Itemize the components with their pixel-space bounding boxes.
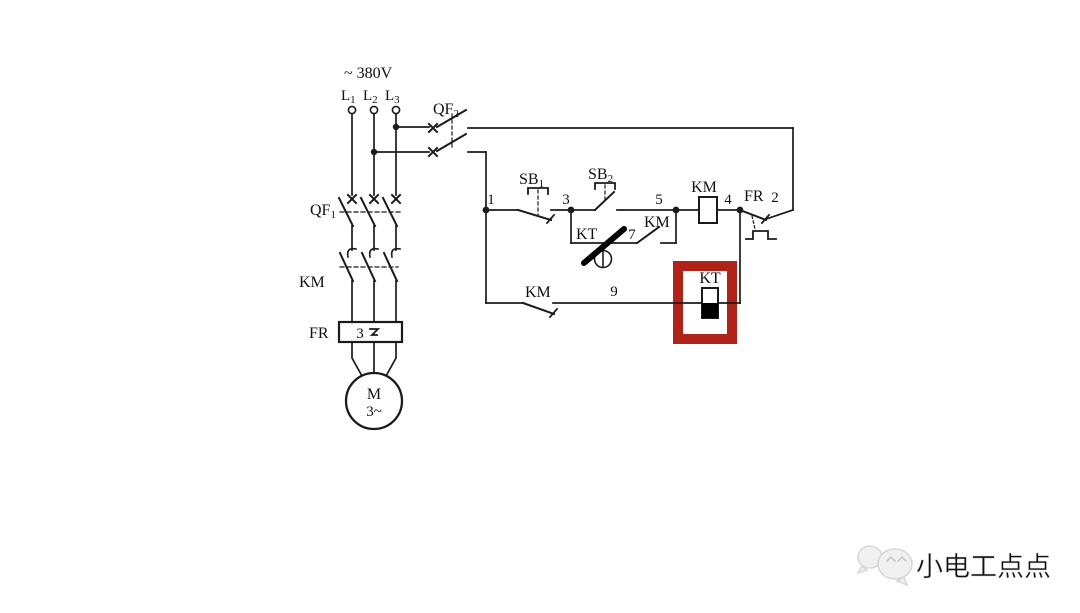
contactor-arc-icon	[346, 247, 357, 258]
motor: M 3~	[344, 371, 404, 431]
km-main-pole	[360, 247, 379, 283]
sb2-start-button	[593, 182, 616, 212]
motor-circle	[344, 371, 404, 431]
supply-terminals	[347, 105, 401, 115]
contact-blade	[635, 225, 661, 245]
wires-group	[351, 113, 795, 378]
terminal-l3	[391, 105, 401, 115]
km-main-pole	[338, 247, 357, 283]
qf1-label: QF1	[310, 202, 336, 221]
wechat-icon	[856, 545, 913, 587]
push-button-head-icon	[594, 182, 616, 190]
phase-l2-label: L2	[363, 88, 378, 106]
breaker-blade	[337, 196, 355, 228]
km-nc-contact	[521, 301, 559, 319]
fr-box	[337, 320, 404, 344]
km-aux-contact	[635, 225, 661, 245]
motor-letter: M	[367, 386, 381, 403]
contact-blade	[521, 301, 556, 316]
qf2-breaker	[427, 108, 468, 158]
contact-blade	[593, 190, 616, 212]
contact-blade	[738, 208, 768, 222]
kt-coil	[701, 287, 719, 319]
kt-contact-label: KT	[576, 226, 598, 243]
breaker-blade	[435, 132, 468, 153]
km-nc-label: KM	[525, 284, 551, 301]
actuator-link	[751, 215, 756, 230]
phase-l1-label: L1	[341, 88, 356, 106]
km-coil	[698, 196, 718, 224]
node-2-label: 2	[771, 190, 779, 206]
km-aux-label: KM	[644, 214, 670, 231]
qf1-pole	[337, 193, 358, 228]
qf1-pole	[359, 193, 380, 228]
junction-dot-node3	[567, 206, 575, 214]
junction-dot-node1	[482, 206, 490, 214]
thermal-element-icon	[745, 230, 777, 240]
qf1-pole	[381, 193, 402, 228]
qf1-breaker	[337, 193, 402, 228]
wire-segment	[764, 208, 795, 221]
watermark-text: 小电工点点	[916, 552, 1051, 583]
fr-main-label: FR	[309, 325, 329, 342]
junction-dot-node5	[672, 206, 680, 214]
node-5-label: 5	[655, 192, 663, 208]
contactor-arc-icon	[390, 247, 401, 258]
fr-pole-count: 3	[356, 326, 364, 342]
fr-thermal-relay: 3	[337, 320, 404, 344]
junction-dot	[370, 148, 378, 156]
node-7-label: 7	[628, 227, 636, 243]
breaker-cross-icon	[427, 146, 439, 158]
phase-l3-label: L3	[385, 88, 400, 106]
junction-dots	[370, 123, 744, 214]
wire-segment	[351, 341, 364, 378]
node-4-label: 4	[724, 192, 732, 208]
motor-phase: 3~	[366, 404, 382, 420]
breaker-cross-icon	[427, 122, 439, 134]
kt-delay-contact	[581, 226, 627, 269]
nc-stop-tick	[760, 213, 771, 225]
node-3-label: 3	[562, 192, 570, 208]
watermark: 小电工点点	[856, 545, 1051, 587]
labels-group: ~ 380V L1 L2 L3 QF2 QF1 KM FR 1 SB1 3 SB…	[299, 65, 779, 342]
supply-voltage-label: ~ 380V	[344, 65, 393, 82]
bold-slash-mark	[581, 226, 627, 266]
wire-segment	[384, 341, 397, 378]
terminal-l1	[347, 105, 357, 115]
sb1-stop-button	[516, 187, 556, 225]
nc-stop-tick	[545, 213, 556, 225]
node-1-label: 1	[487, 192, 495, 208]
nc-stop-tick	[548, 307, 559, 319]
kt-coil-label: KT	[699, 270, 721, 287]
qf2-label: QF2	[433, 101, 459, 120]
breaker-blade	[435, 108, 468, 129]
km-main-contacts	[338, 247, 401, 283]
coil-rect	[698, 196, 718, 224]
km-main-pole	[382, 247, 401, 283]
push-button-head-icon	[527, 187, 549, 195]
fr-nc-contact	[738, 208, 777, 240]
heater-element-icon	[369, 328, 381, 336]
km-coil-label: KM	[691, 179, 717, 196]
node-9-label: 9	[610, 284, 618, 300]
kt-coil-filled-half	[702, 303, 718, 318]
sb1-label: SB1	[519, 171, 544, 190]
terminal-l2	[369, 105, 379, 115]
contact-blade	[516, 208, 553, 222]
km-main-label: KM	[299, 274, 325, 291]
fr-contact-label: FR	[744, 188, 764, 205]
sb2-label: SB2	[588, 166, 613, 185]
junction-dot	[392, 123, 400, 131]
contactor-arc-icon	[368, 247, 379, 258]
